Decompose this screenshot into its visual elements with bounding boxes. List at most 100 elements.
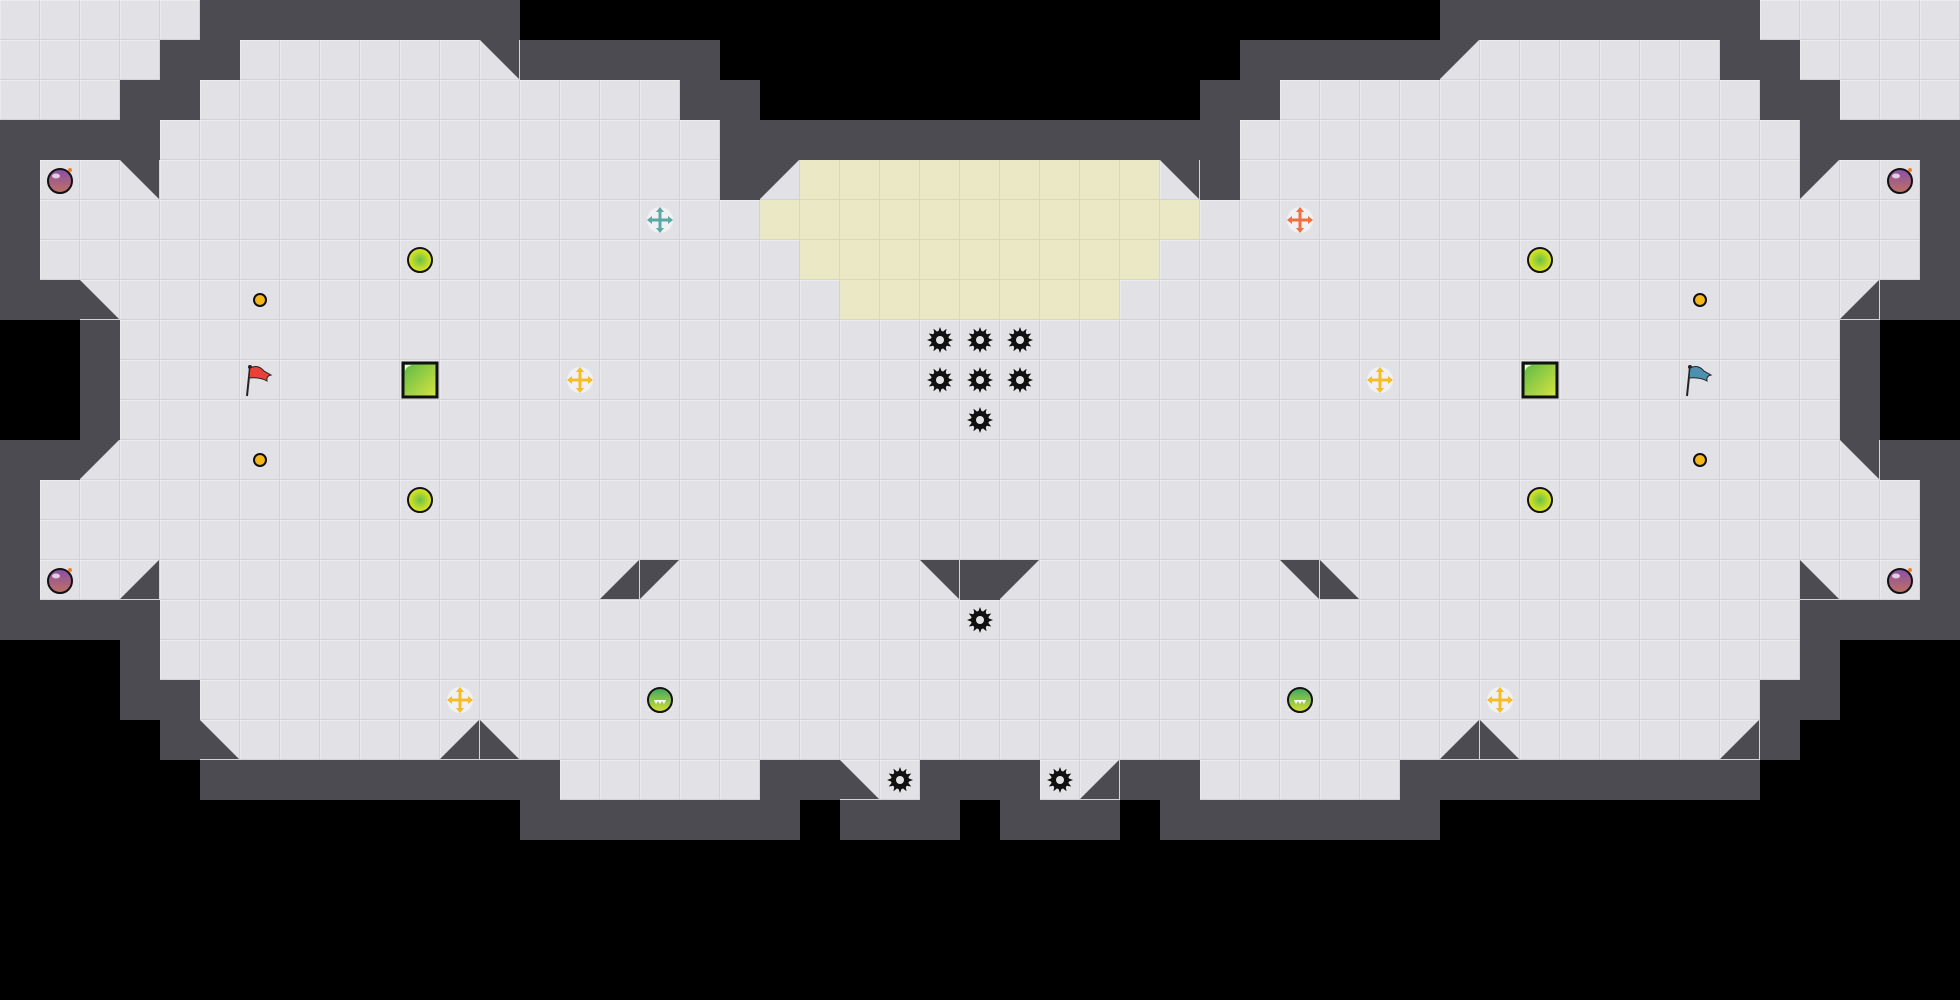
floor-tile xyxy=(1760,280,1800,320)
wall-tile xyxy=(960,120,1000,160)
spike-icon xyxy=(960,360,1000,400)
floor-tile xyxy=(1760,440,1800,480)
yellow-zone-tile xyxy=(1120,160,1160,200)
floor-tile xyxy=(1480,200,1520,240)
floor-tile xyxy=(40,480,80,520)
floor-tile xyxy=(80,480,120,520)
floor-tile xyxy=(1360,280,1400,320)
floor-tile xyxy=(1160,480,1200,520)
floor-tile xyxy=(840,640,880,680)
floor-tile xyxy=(600,240,640,280)
wall-tile xyxy=(0,440,40,480)
floor-tile xyxy=(1360,120,1400,160)
floor-tile xyxy=(1280,600,1320,640)
floor-tile xyxy=(1040,560,1080,600)
floor-tile xyxy=(1880,480,1920,520)
floor-tile xyxy=(440,120,480,160)
floor-tile xyxy=(1800,480,1840,520)
floor-tile xyxy=(1240,400,1280,440)
wall-tile xyxy=(1920,440,1960,480)
floor-tile xyxy=(1240,280,1280,320)
floor-tile xyxy=(1520,440,1560,480)
floor-tile xyxy=(1480,520,1520,560)
green-orb-icon xyxy=(400,480,440,520)
floor-tile xyxy=(1720,240,1760,280)
floor-tile xyxy=(1600,40,1640,80)
floor-tile xyxy=(1520,680,1560,720)
wall-tile xyxy=(520,40,560,80)
floor-tile xyxy=(1560,40,1600,80)
floor-tile xyxy=(400,320,440,360)
floor-tile xyxy=(1440,600,1480,640)
floor-tile xyxy=(600,640,640,680)
floor-tile xyxy=(480,160,520,200)
floor-tile xyxy=(1360,400,1400,440)
floor-tile xyxy=(1280,240,1320,280)
floor-tile xyxy=(1800,360,1840,400)
floor-tile xyxy=(1840,560,1880,600)
wall-tile xyxy=(0,560,40,600)
floor-tile xyxy=(520,720,560,760)
diagonal-wall-tile xyxy=(1280,560,1320,600)
floor-tile xyxy=(1800,440,1840,480)
floor-tile xyxy=(1200,320,1240,360)
wall-tile xyxy=(40,600,80,640)
floor-tile xyxy=(1520,320,1560,360)
floor-tile xyxy=(600,440,640,480)
floor-tile xyxy=(520,480,560,520)
floor-tile xyxy=(560,120,600,160)
floor-tile xyxy=(1640,640,1680,680)
wall-tile xyxy=(1280,800,1320,840)
floor-tile xyxy=(40,0,80,40)
wall-tile xyxy=(120,80,160,120)
floor-tile xyxy=(1600,560,1640,600)
floor-tile xyxy=(640,520,680,560)
floor-tile xyxy=(1160,600,1200,640)
floor-tile xyxy=(880,440,920,480)
floor-tile xyxy=(160,120,200,160)
floor-tile xyxy=(80,80,120,120)
floor-tile xyxy=(160,560,200,600)
floor-tile xyxy=(880,600,920,640)
floor-tile xyxy=(1160,440,1200,480)
floor-tile xyxy=(1600,360,1640,400)
floor-tile xyxy=(1000,480,1040,520)
blue-flag-icon xyxy=(1680,360,1720,400)
wall-tile xyxy=(1920,280,1960,320)
floor-tile xyxy=(720,600,760,640)
floor-tile xyxy=(1640,120,1680,160)
floor-tile xyxy=(1520,560,1560,600)
yellow-zone-tile xyxy=(880,160,920,200)
floor-tile xyxy=(840,480,880,520)
floor-tile xyxy=(1720,160,1760,200)
floor-tile xyxy=(560,680,600,720)
floor-tile xyxy=(800,400,840,440)
floor-tile xyxy=(760,600,800,640)
floor-tile xyxy=(800,320,840,360)
floor-tile xyxy=(1000,520,1040,560)
floor-tile xyxy=(160,320,200,360)
floor-tile xyxy=(1800,0,1840,40)
floor-tile xyxy=(880,520,920,560)
floor-tile xyxy=(440,480,480,520)
floor-tile xyxy=(720,320,760,360)
floor-tile xyxy=(440,440,480,480)
yellow-zone-tile xyxy=(1000,200,1040,240)
bomb-icon xyxy=(1880,160,1920,200)
wall-tile xyxy=(40,280,80,320)
diagonal-wall-tile xyxy=(1000,560,1040,600)
wall-tile xyxy=(1800,600,1840,640)
wall-tile xyxy=(80,400,120,440)
wall-tile xyxy=(240,0,280,40)
floor-tile xyxy=(800,360,840,400)
wall-tile xyxy=(1520,760,1560,800)
diagonal-wall xyxy=(640,560,679,599)
diagonal-wall-tile xyxy=(1440,40,1480,80)
floor-tile xyxy=(320,160,360,200)
floor-tile xyxy=(80,40,120,80)
floor-tile xyxy=(720,640,760,680)
floor-tile xyxy=(1680,480,1720,520)
floor-tile xyxy=(320,240,360,280)
floor-tile xyxy=(960,480,1000,520)
floor-tile xyxy=(1560,120,1600,160)
